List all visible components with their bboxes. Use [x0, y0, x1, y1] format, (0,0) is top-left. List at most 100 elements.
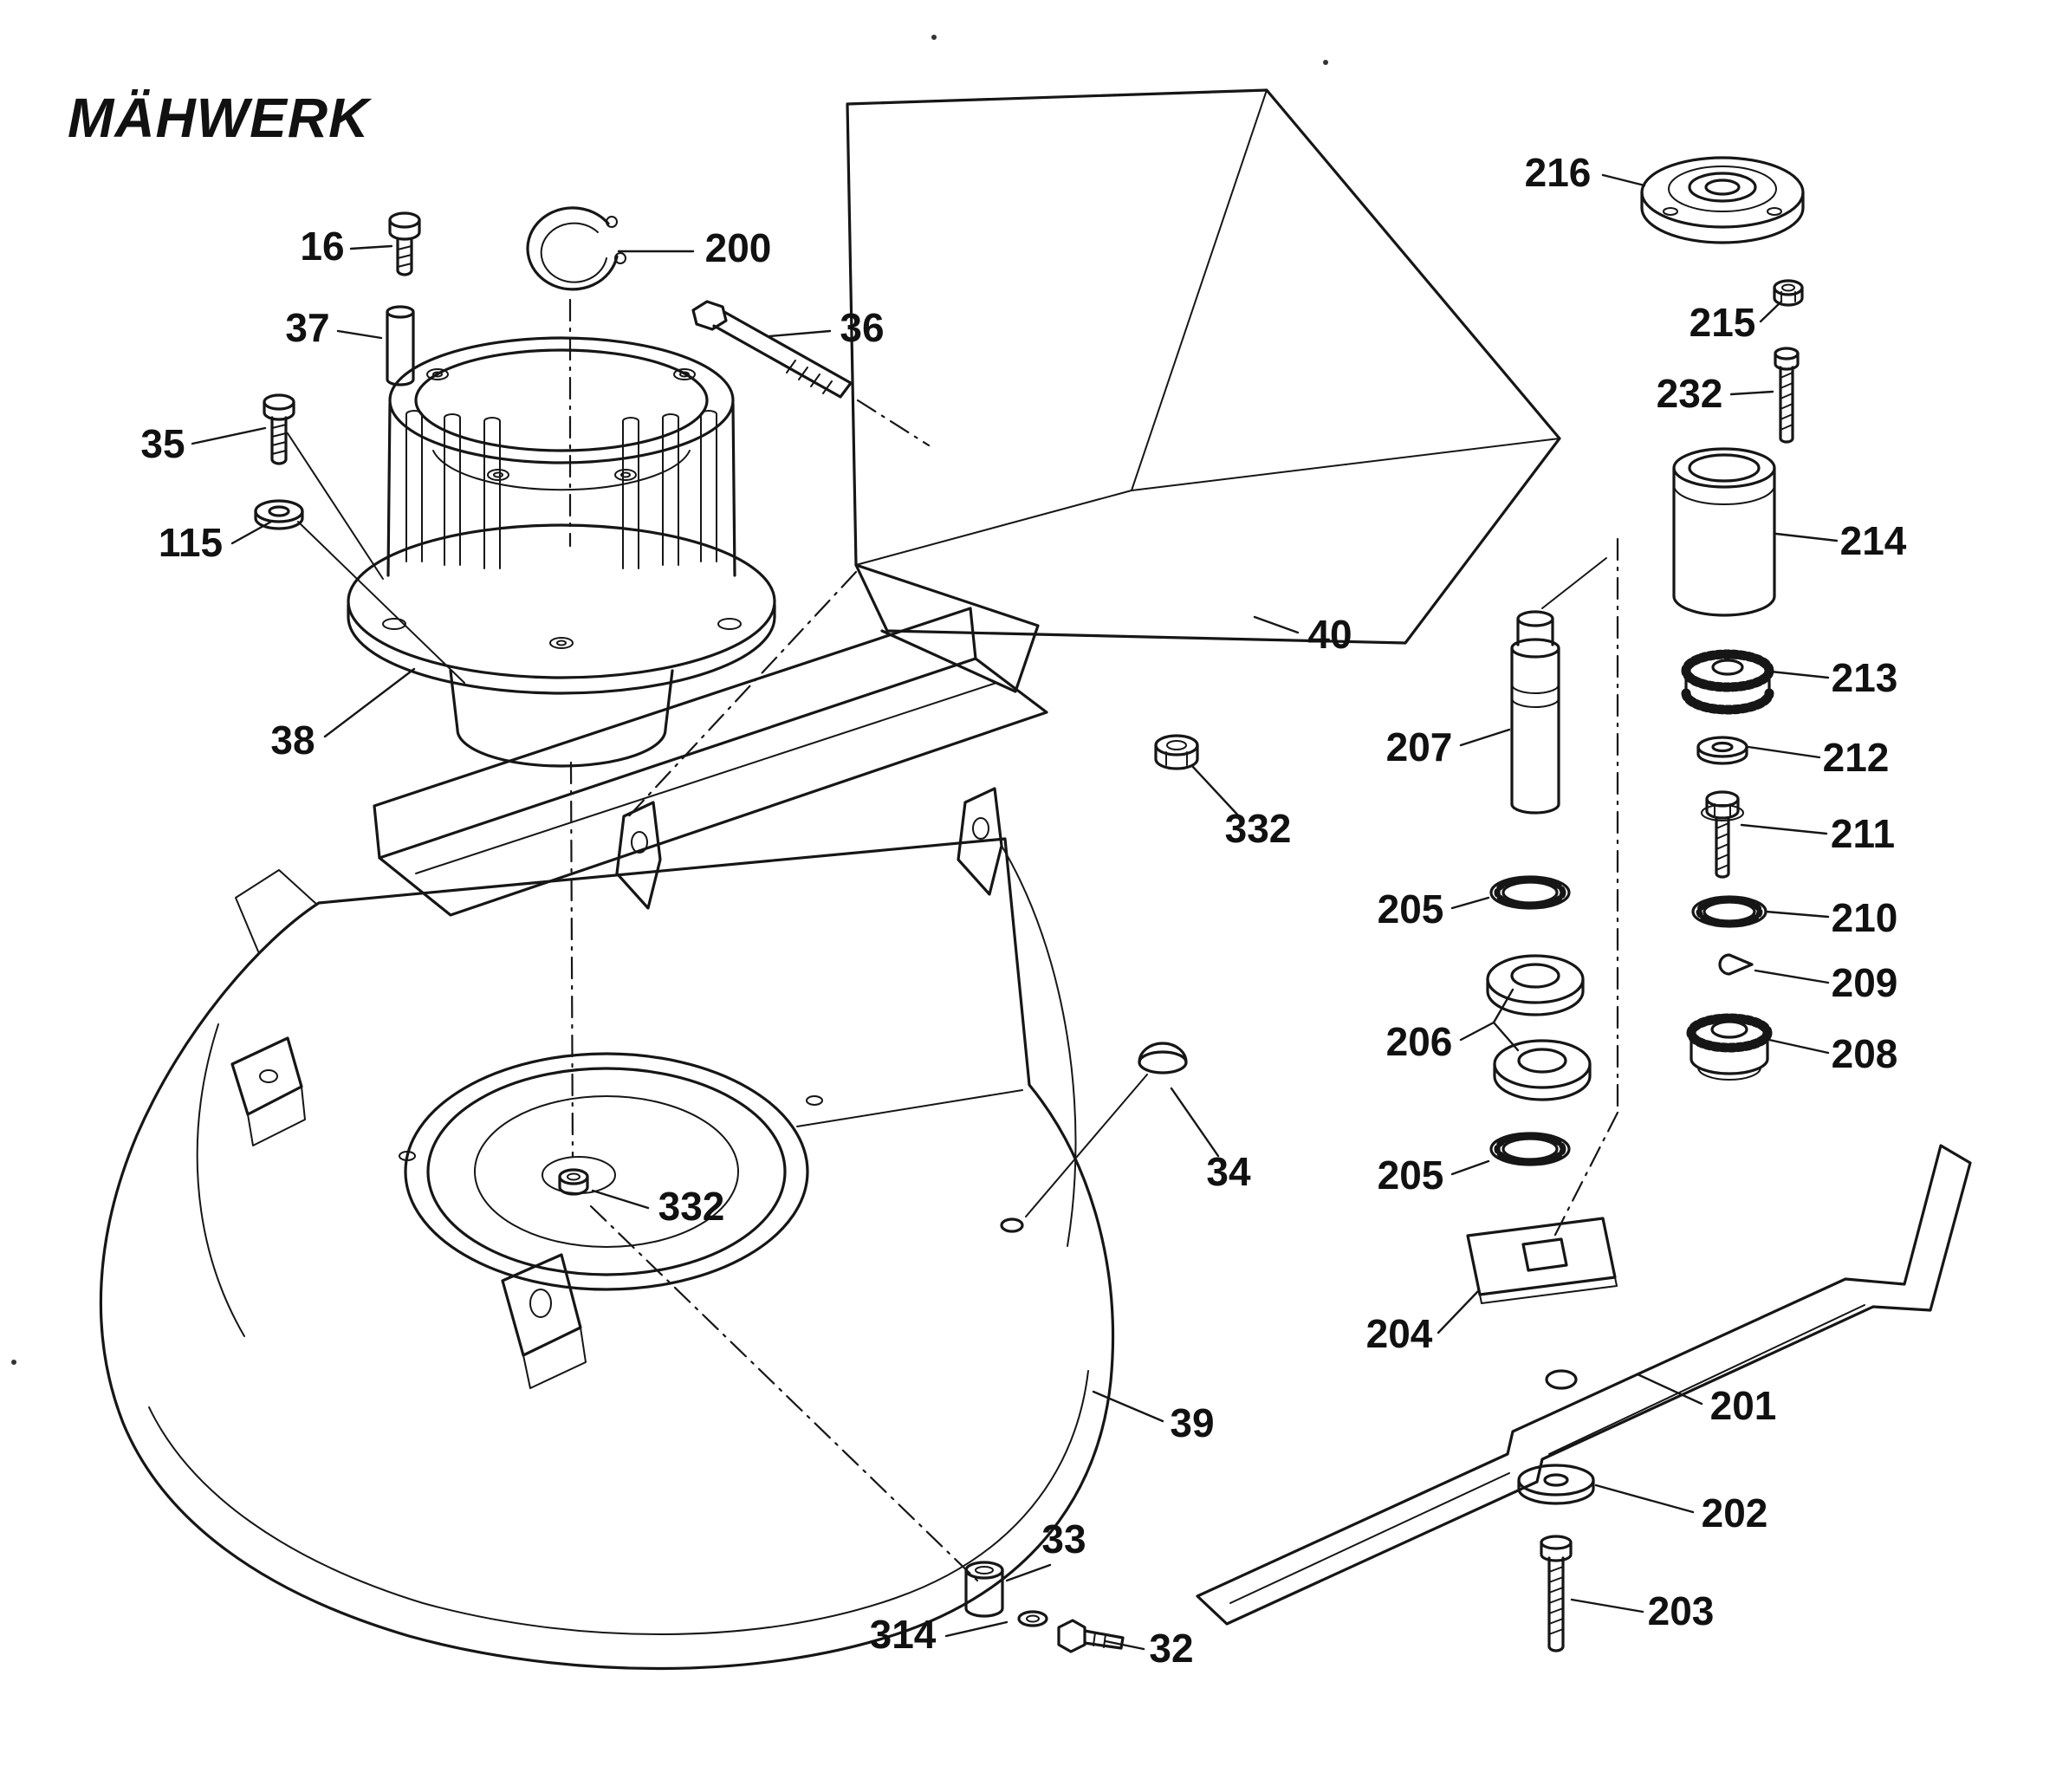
callout-332-upper: 332	[1190, 764, 1292, 851]
part-208-toothed-hub	[1686, 1013, 1773, 1081]
part-332-nut-upper	[1154, 734, 1199, 770]
part-label-207: 207	[1386, 724, 1453, 769]
part-38-adapter-housing	[347, 336, 776, 768]
part-206-bearings	[1486, 954, 1592, 1101]
part-32-bolt	[1057, 1619, 1125, 1653]
diagram-title: MÄHWERK	[68, 87, 373, 149]
part-label-35: 35	[140, 421, 185, 466]
part-label-36: 36	[840, 305, 884, 350]
callout-207: 207	[1386, 724, 1511, 769]
callout-204: 204	[1366, 1289, 1480, 1356]
part-40-discharge-chute	[846, 88, 1561, 693]
callout-34: 34	[1170, 1087, 1251, 1194]
part-label-202: 202	[1702, 1490, 1768, 1536]
part-211-screw	[1701, 790, 1744, 879]
callout-332-deck: 332	[591, 1184, 725, 1229]
part-202-washer	[1517, 1464, 1595, 1505]
part-label-314: 314	[870, 1612, 937, 1657]
callout-35: 35	[140, 421, 267, 466]
part-label-211: 211	[1831, 811, 1895, 856]
part-215-nut	[1773, 279, 1804, 307]
part-115-washer	[254, 499, 465, 684]
callout-212: 212	[1747, 735, 1890, 780]
callout-213: 213	[1769, 655, 1898, 700]
callout-210: 210	[1764, 895, 1898, 940]
part-label-205-lower: 205	[1378, 1152, 1444, 1198]
part-label-214: 214	[1840, 518, 1907, 563]
assembly-axis-lines	[568, 298, 1619, 1582]
callout-216: 216	[1525, 150, 1646, 195]
part-35-screw	[263, 393, 384, 580]
callout-33: 33	[1005, 1516, 1086, 1582]
part-212-washer	[1696, 736, 1748, 765]
part-label-40: 40	[1307, 612, 1352, 657]
part-216-cover-disc	[1640, 156, 1805, 244]
callout-214: 214	[1774, 518, 1907, 563]
part-label-34: 34	[1206, 1149, 1251, 1194]
callout-32: 32	[1104, 1626, 1194, 1671]
part-label-212: 212	[1823, 735, 1890, 780]
part-203-bolt	[1540, 1535, 1573, 1652]
part-36-bolt	[691, 300, 931, 447]
callout-115: 115	[159, 520, 273, 565]
part-label-200: 200	[705, 225, 772, 270]
part-232-screw	[1774, 347, 1800, 444]
part-label-203: 203	[1648, 1588, 1715, 1633]
callout-40: 40	[1253, 612, 1352, 657]
part-204-blade-holder-plate	[1466, 1217, 1618, 1304]
part-205-ring-upper	[1489, 875, 1571, 910]
callout-200: 200	[617, 225, 772, 270]
callout-208: 208	[1767, 1031, 1897, 1076]
part-label-232: 232	[1657, 371, 1723, 416]
callout-203: 203	[1570, 1588, 1715, 1633]
callout-202: 202	[1594, 1484, 1768, 1536]
part-210-ring	[1691, 895, 1767, 928]
callout-205-lower: 205	[1378, 1152, 1490, 1198]
callout-215: 215	[1690, 300, 1783, 345]
part-214-sleeve	[1672, 447, 1776, 617]
part-label-210: 210	[1832, 895, 1898, 940]
part-37-pin	[386, 305, 415, 386]
callout-314: 314	[870, 1612, 1009, 1657]
callout-232: 232	[1657, 371, 1774, 416]
part-label-332-upper: 332	[1225, 806, 1292, 851]
part-label-205-upper: 205	[1378, 886, 1444, 932]
callout-16: 16	[300, 224, 393, 269]
part-label-16: 16	[300, 224, 344, 269]
part-207-spindle-shaft	[1510, 557, 1607, 815]
part-label-32: 32	[1149, 1626, 1193, 1671]
part-label-206: 206	[1386, 1019, 1453, 1064]
callout-39: 39	[1092, 1390, 1215, 1445]
part-205-ring-lower	[1489, 1132, 1571, 1166]
part-34-cap	[1025, 1042, 1188, 1217]
part-314-washer	[1017, 1610, 1048, 1627]
callout-37: 37	[285, 305, 383, 350]
part-label-38: 38	[270, 717, 315, 763]
callout-38: 38	[270, 667, 416, 763]
part-label-215: 215	[1690, 300, 1756, 345]
part-label-39: 39	[1170, 1400, 1214, 1445]
part-201-blade	[1196, 1144, 1972, 1626]
part-label-332-deck: 332	[658, 1184, 725, 1229]
callout-211: 211	[1740, 811, 1895, 856]
part-label-115: 115	[159, 520, 223, 565]
callout-206: 206	[1386, 988, 1520, 1064]
callout-36: 36	[768, 305, 885, 350]
part-16-bolt	[388, 211, 421, 276]
part-label-201: 201	[1710, 1383, 1777, 1428]
part-39-mower-deck	[99, 787, 1115, 1671]
part-200-snap-ring	[526, 206, 626, 291]
callout-201: 201	[1636, 1373, 1777, 1428]
part-label-204: 204	[1366, 1311, 1433, 1356]
part-label-209: 209	[1832, 960, 1898, 1005]
part-209-key	[1718, 953, 1754, 976]
part-213-pulley-gear	[1681, 649, 1774, 715]
part-label-33: 33	[1041, 1516, 1086, 1562]
part-label-37: 37	[285, 305, 329, 350]
callout-209: 209	[1754, 960, 1898, 1005]
callout-205-upper: 205	[1378, 886, 1490, 932]
rear-baffle-wall	[373, 607, 1048, 917]
part-label-213: 213	[1832, 655, 1898, 700]
